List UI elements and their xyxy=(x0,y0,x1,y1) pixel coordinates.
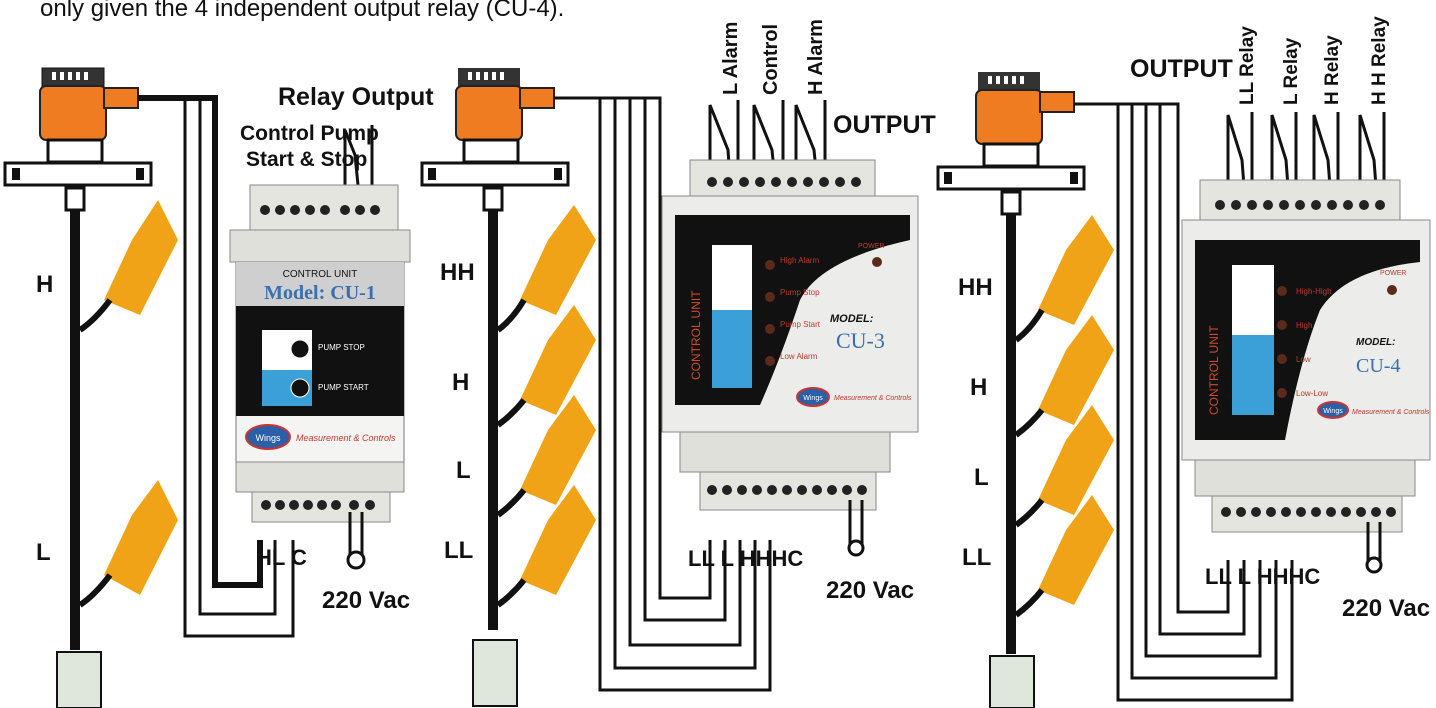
cu1-model: Model: CU-1 xyxy=(264,282,376,304)
cu1-control-pump-2: Start & Stop xyxy=(246,148,367,171)
cu1-level-l: L xyxy=(36,539,51,566)
cu3-level-hh: HH xyxy=(440,259,475,286)
cu3-led-pump-start: Pump Start xyxy=(780,320,821,329)
cu4-relay-h: H Relay xyxy=(1322,35,1343,105)
cu1-sensor-head xyxy=(3,67,153,187)
cu1-float-l xyxy=(104,480,178,595)
cu1-level-h: H xyxy=(36,271,53,298)
svg-text:Wings: Wings xyxy=(803,395,823,402)
cu1-stem xyxy=(70,190,80,650)
cu3-led-low-alarm: Low Alarm xyxy=(780,352,818,361)
cu3-level-l: L xyxy=(456,457,471,484)
cu1-brand: Measurement & Controls xyxy=(296,433,396,443)
cu3-sensor-head xyxy=(420,68,570,187)
cu4-level-hh: HH xyxy=(958,274,993,301)
cu4-output-label: OUTPUT xyxy=(1130,55,1233,83)
svg-text:Wings: Wings xyxy=(1323,408,1343,415)
cu3-level-ll: LL xyxy=(444,537,473,564)
cu3-control-unit: High Alarm Pump Stop Pump Start Low Alar… xyxy=(661,159,919,511)
cu1-control-pump-1: Control Pump xyxy=(240,122,379,145)
caption-text: only given the 4 independent output rela… xyxy=(40,0,564,22)
cu1-pump-stop: PUMP STOP xyxy=(318,343,365,352)
cu4-sensor-head xyxy=(936,72,1086,191)
cu1-control-unit: CONTROL UNIT Model: CU-1 PUMP STOP PUMP … xyxy=(229,184,411,523)
cu1-pump-start: PUMP START xyxy=(318,383,369,392)
cu4-floats xyxy=(1038,215,1114,605)
cu1-relay-output-label: Relay Output xyxy=(278,83,434,111)
cu4-level-h: H xyxy=(970,374,987,401)
cu1-float-h xyxy=(104,200,178,315)
cu1-group: H L Relay Output Control Pump Start & St… xyxy=(3,67,434,708)
cu3-power: 220 Vac xyxy=(826,577,914,604)
cu4-terminals: LL L HHHC xyxy=(1205,564,1320,589)
cu3-relay-h-alarm: H Alarm xyxy=(805,19,827,95)
cu4-power-led: POWER xyxy=(1380,270,1406,277)
cu4-model-label: MODEL: xyxy=(1356,337,1395,348)
cu3-logo xyxy=(796,387,830,407)
cu4-weight xyxy=(989,655,1035,708)
cu1-unit-title: CONTROL UNIT xyxy=(283,269,358,280)
cu3-group: HH H L LL L Alarm Control H Alarm OUTPUT xyxy=(420,19,936,707)
cu3-power-led: POWER xyxy=(858,243,884,250)
cu4-led-low-low: Low-Low xyxy=(1296,389,1328,398)
cu4-led-high-high: High-High xyxy=(1296,287,1332,296)
cu3-output-label: OUTPUT xyxy=(833,111,936,139)
cu4-power: 220 Vac xyxy=(1342,595,1430,622)
cu4-model: CU-4 xyxy=(1356,355,1400,377)
svg-text:Wings: Wings xyxy=(255,433,281,443)
cu4-control-unit: High-High High Low Low-Low POWER CONTROL… xyxy=(1181,179,1431,533)
cu1-terminals: HL C xyxy=(256,545,307,570)
cu3-panel-text: CONTROL UNIT xyxy=(689,290,703,380)
cu4-group: HH H L LL OUTPUT LL Relay L Relay H Rela… xyxy=(936,16,1431,708)
cu4-level-ll: LL xyxy=(962,544,991,571)
cu4-logo xyxy=(1317,401,1349,419)
cu3-model-label: MODEL: xyxy=(830,313,874,325)
cu3-terminals: LL L HHHC xyxy=(688,546,803,571)
cu3-relay-control: Control xyxy=(760,24,782,95)
cu1-logo xyxy=(245,424,291,450)
cu1-power: 220 Vac xyxy=(322,587,410,614)
cu4-level-l: L xyxy=(974,464,989,491)
cu1-weight xyxy=(56,651,102,708)
cu3-floats xyxy=(520,205,596,595)
cu4-panel-text: CONTROL UNIT xyxy=(1207,325,1221,415)
cu3-led-high-alarm: High Alarm xyxy=(780,256,819,265)
cu3-led-pump-stop: Pump Stop xyxy=(780,288,820,297)
cu4-relay-l: L Relay xyxy=(1281,37,1302,105)
cu4-relay-ll: LL Relay xyxy=(1237,26,1258,105)
cu3-weight xyxy=(472,639,518,707)
cu4-relay-hh: H H Relay xyxy=(1369,16,1390,105)
cu4-brand: Measurement & Controls xyxy=(1352,409,1430,416)
cu4-led-high: High xyxy=(1296,321,1312,330)
cu3-relay-l-alarm: L Alarm xyxy=(720,22,742,95)
cu3-model: CU-3 xyxy=(836,328,885,353)
cu4-led-low: Low xyxy=(1296,355,1311,364)
cu3-level-h: H xyxy=(452,369,469,396)
cu3-brand: Measurement & Controls xyxy=(834,395,912,402)
